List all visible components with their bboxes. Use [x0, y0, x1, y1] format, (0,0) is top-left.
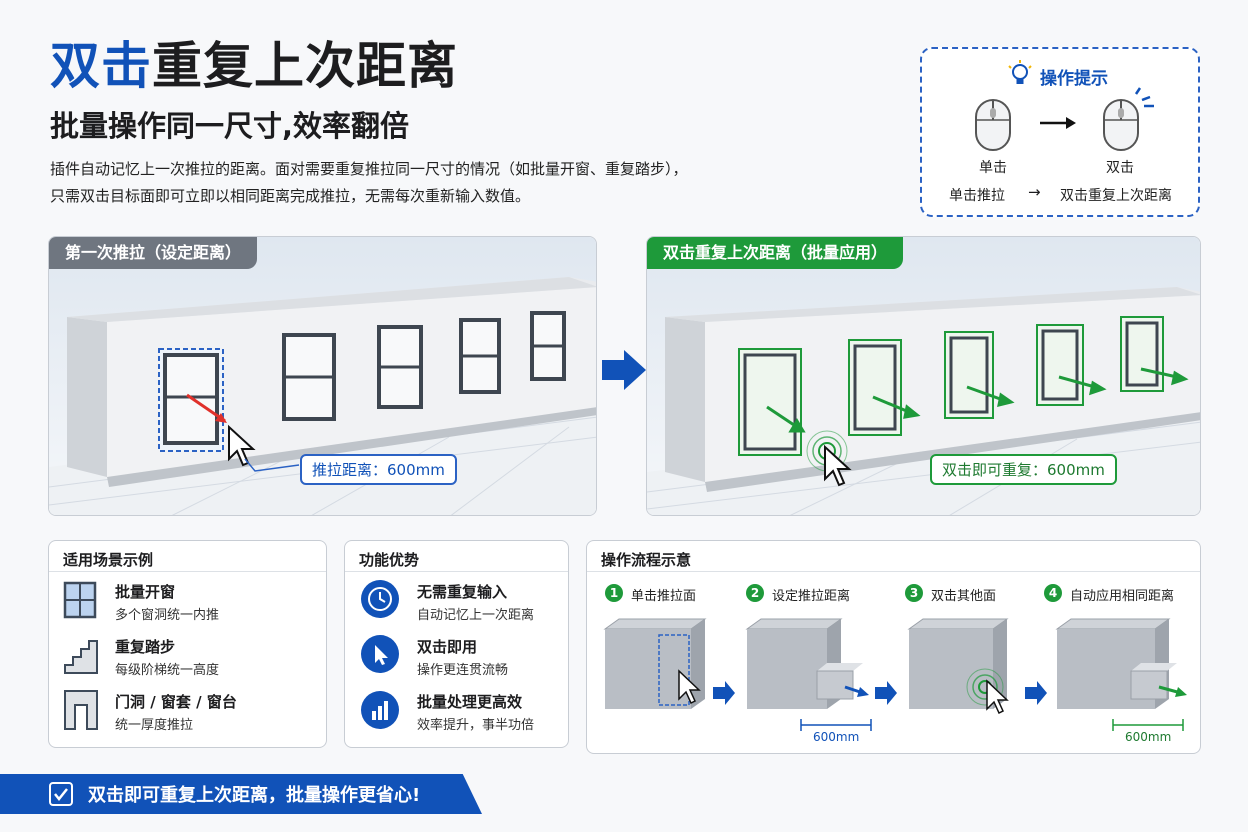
- tip-flow-to: 双击重复上次距离: [1060, 188, 1172, 204]
- lightbulb-icon: [1008, 60, 1032, 84]
- scenario-title: 门洞 / 窗套 / 窗台: [115, 693, 237, 711]
- scenario-title: 重复踏步: [115, 638, 176, 656]
- advantage-title: 批量处理更高效: [417, 693, 523, 711]
- batch-apply-panel: 双击重复上次距离（批量应用） 双击即可重复：600mm: [646, 236, 1201, 516]
- description-line-2: 只需双击目标面即可立即以相同距离完成推拉，无需每次重新输入数值。: [50, 187, 531, 205]
- advantages-card: 功能优势 无需重复输入 自动记忆上一次距离 双击即用 操作更连贯流畅 批量处理更…: [344, 540, 569, 748]
- scenario-desc: 统一厚度推拉: [115, 718, 194, 733]
- advantage-desc: 自动记忆上一次距离: [417, 608, 535, 623]
- step-label: 自动应用相同距离: [1070, 589, 1175, 604]
- advantage-desc: 效率提升，事半功倍: [417, 718, 535, 733]
- title-rest: 重复上次距离: [152, 37, 458, 95]
- flow-card: 操作流程示意 1 单击推拉面 2 设定推拉距离 3 双击其他面 4 自动应用相同…: [586, 540, 1201, 754]
- tip-flow-from: 单击推拉: [949, 188, 1005, 204]
- scenario-desc: 多个窗洞统一内推: [115, 608, 220, 623]
- page-title: 双击重复上次距离: [50, 36, 458, 96]
- step-number: 3: [905, 584, 923, 602]
- step-number: 4: [1044, 584, 1062, 602]
- clock-icon: [361, 580, 399, 618]
- mouse-single-click-icon: [975, 99, 1011, 151]
- repeat-distance-callout: 双击即可重复：600mm: [930, 454, 1117, 485]
- scenarios-title: 适用场景示例: [63, 551, 154, 569]
- tip-box: [920, 47, 1200, 217]
- wall-illustration-right: [647, 237, 1200, 515]
- mouse-double-click-icon: [1103, 87, 1154, 151]
- wall-illustration-left: [49, 237, 596, 515]
- tip-flow-arrow: →: [1028, 183, 1041, 201]
- title-highlight: 双击: [50, 37, 152, 95]
- bar-chart-icon: [361, 691, 399, 729]
- tip-single-click-label: 单击: [979, 160, 1007, 176]
- description: 插件自动记忆上一次推拉的距离。面对需要重复推拉同一尺寸的情况（如批量开窗、重复踏…: [50, 156, 750, 210]
- arrow-right-icon: [1040, 117, 1076, 129]
- window-icon: [63, 581, 97, 619]
- scenarios-card: 适用场景示例 批量开窗 多个窗洞统一内推 重复踏步 每级阶梯统一高度 门洞 / …: [48, 540, 327, 748]
- cursor-icon: [361, 635, 399, 673]
- tip-title: 操作提示: [1040, 69, 1108, 89]
- scenario-title: 批量开窗: [115, 583, 176, 601]
- step-label: 双击其他面: [931, 589, 997, 604]
- banner-text: 双击即可重复上次距离，批量操作更省心!: [88, 785, 421, 806]
- advantage-title: 双击即用: [417, 638, 478, 656]
- step-label: 设定推拉距离: [772, 589, 851, 604]
- first-pushpull-tag: 第一次推拉（设定距离）: [49, 237, 258, 269]
- step-number: 2: [746, 584, 764, 602]
- step-number: 1: [605, 584, 623, 602]
- divider: [49, 571, 326, 572]
- advantage-desc: 操作更连贯流畅: [417, 663, 509, 678]
- divider: [587, 571, 1200, 572]
- step-label: 单击推拉面: [631, 589, 697, 604]
- advantage-title: 无需重复输入: [417, 583, 508, 601]
- checkbox-check-icon: [49, 782, 73, 806]
- big-arrow-right-icon: [602, 350, 646, 390]
- description-line-1: 插件自动记忆上一次推拉的距离。面对需要重复推拉同一尺寸的情况（如批量开窗、重复踏…: [50, 160, 688, 178]
- batch-apply-tag: 双击重复上次距离（批量应用）: [647, 237, 904, 269]
- first-pushpull-panel: 第一次推拉（设定距离） 推拉距离：600mm: [48, 236, 597, 516]
- page-subtitle: 批量操作同一尺寸,效率翻倍: [50, 109, 410, 143]
- tip-double-click-label: 双击: [1106, 160, 1134, 176]
- bottom-banner: [0, 774, 482, 814]
- divider: [345, 571, 568, 572]
- step2-dimension-label: 600mm: [813, 730, 860, 744]
- flow-illustrations: [603, 618, 1187, 731]
- pushpull-distance-callout: 推拉距离：600mm: [300, 454, 457, 485]
- advantages-title: 功能优势: [359, 551, 420, 569]
- scenario-desc: 每级阶梯统一高度: [115, 663, 220, 678]
- stairs-icon: [64, 640, 98, 674]
- step4-dimension-label: 600mm: [1125, 730, 1172, 744]
- door-frame-icon: [64, 690, 98, 730]
- flow-title: 操作流程示意: [601, 551, 692, 569]
